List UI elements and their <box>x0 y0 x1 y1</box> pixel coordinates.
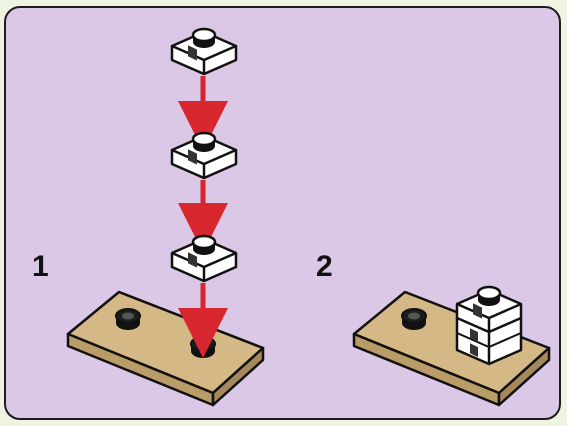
step-1-baseplate <box>66 290 265 407</box>
step-1-brick-bottom <box>170 234 238 283</box>
step-1-baseplate-stud-left <box>115 308 141 331</box>
step-1-brick-top <box>170 27 238 76</box>
step-1-brick-middle <box>170 131 238 180</box>
step-1-baseplate-stud-right <box>190 336 216 359</box>
step-2-label: 2 <box>316 250 333 283</box>
step-1-label: 1 <box>32 250 49 283</box>
step-2-baseplate-stud <box>401 308 427 331</box>
